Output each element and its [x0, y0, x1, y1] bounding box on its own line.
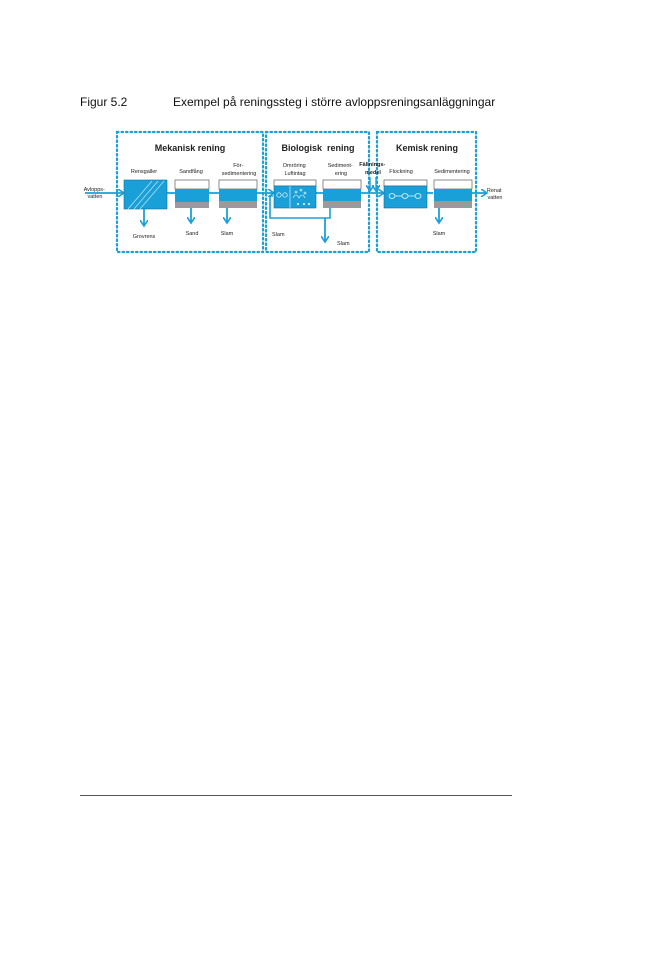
aeration-bubbles-icon [292, 188, 311, 206]
figure-number: Figur 5.2 [80, 95, 128, 109]
aeration-tank-water [273, 185, 317, 209]
stage-label-omroring: Omröring Luftintag [283, 163, 307, 177]
output-label: Renat vatten [487, 188, 503, 201]
figure-title: Exempel på reningssteg i större avloppsr… [173, 95, 496, 109]
flocculation-mixer-icon [388, 193, 422, 199]
section-title-kemisk: Kemisk rening [396, 143, 458, 153]
footnote-divider [80, 795, 512, 796]
screen-grid [127, 180, 165, 210]
sandfang-tank-water [175, 189, 209, 202]
output-label-sand: Sand [186, 231, 199, 237]
stage-label-forsed: För- sedimentering [222, 163, 257, 177]
stage-label-sed-bio: Sediment- ering [328, 163, 355, 177]
flockning-tank-top [383, 179, 428, 187]
stage-label-fallning: Fällnings- medel [359, 162, 387, 176]
sandfang-tank-bottom [175, 202, 209, 208]
stage-label-rensgaller: Rensgaller [131, 169, 157, 175]
stage-label-sandfang: Sandfång [179, 168, 203, 175]
sed-kem-tank-top [433, 179, 473, 190]
mixer-icon [276, 192, 288, 198]
rensgaller-tank [123, 179, 168, 210]
output-label-grovrens: Grovrens [133, 234, 156, 240]
figure-caption: Figur 5.2 Exempel på reningssteg i större… [80, 95, 495, 109]
forsed-tank-water [219, 189, 257, 201]
stage-label-sed-kem: Sedimentering [434, 169, 469, 175]
sandfang-tank-top [174, 179, 210, 190]
stage-label-flockning: Flockning [389, 169, 413, 175]
section-title-biologisk: Biologisk rening [281, 143, 354, 153]
output-label-slam-bio: Slam [337, 241, 350, 247]
sed-kem-tank-water [434, 189, 472, 201]
output-label-slam-kem: Slam [433, 231, 446, 237]
input-label: Avlopps- vatten [84, 187, 107, 200]
sed-bio-tank-water [323, 189, 361, 201]
aeration-tank-top [273, 179, 317, 187]
sed-bio-tank-bottom [323, 201, 361, 208]
forsed-tank-top [218, 179, 258, 190]
output-label-slam-return: Slam [272, 232, 285, 238]
flockning-tank-water [383, 185, 428, 209]
section-title-mekanisk: Mekanisk rening [155, 143, 226, 153]
return-sludge-line [269, 195, 331, 219]
sed-bio-tank-top [322, 179, 362, 190]
output-label-slam1: Slam [221, 231, 234, 237]
forsed-tank-bottom [219, 201, 257, 208]
sed-kem-tank-bottom [434, 201, 472, 208]
section-mekanisk-box [115, 130, 265, 254]
